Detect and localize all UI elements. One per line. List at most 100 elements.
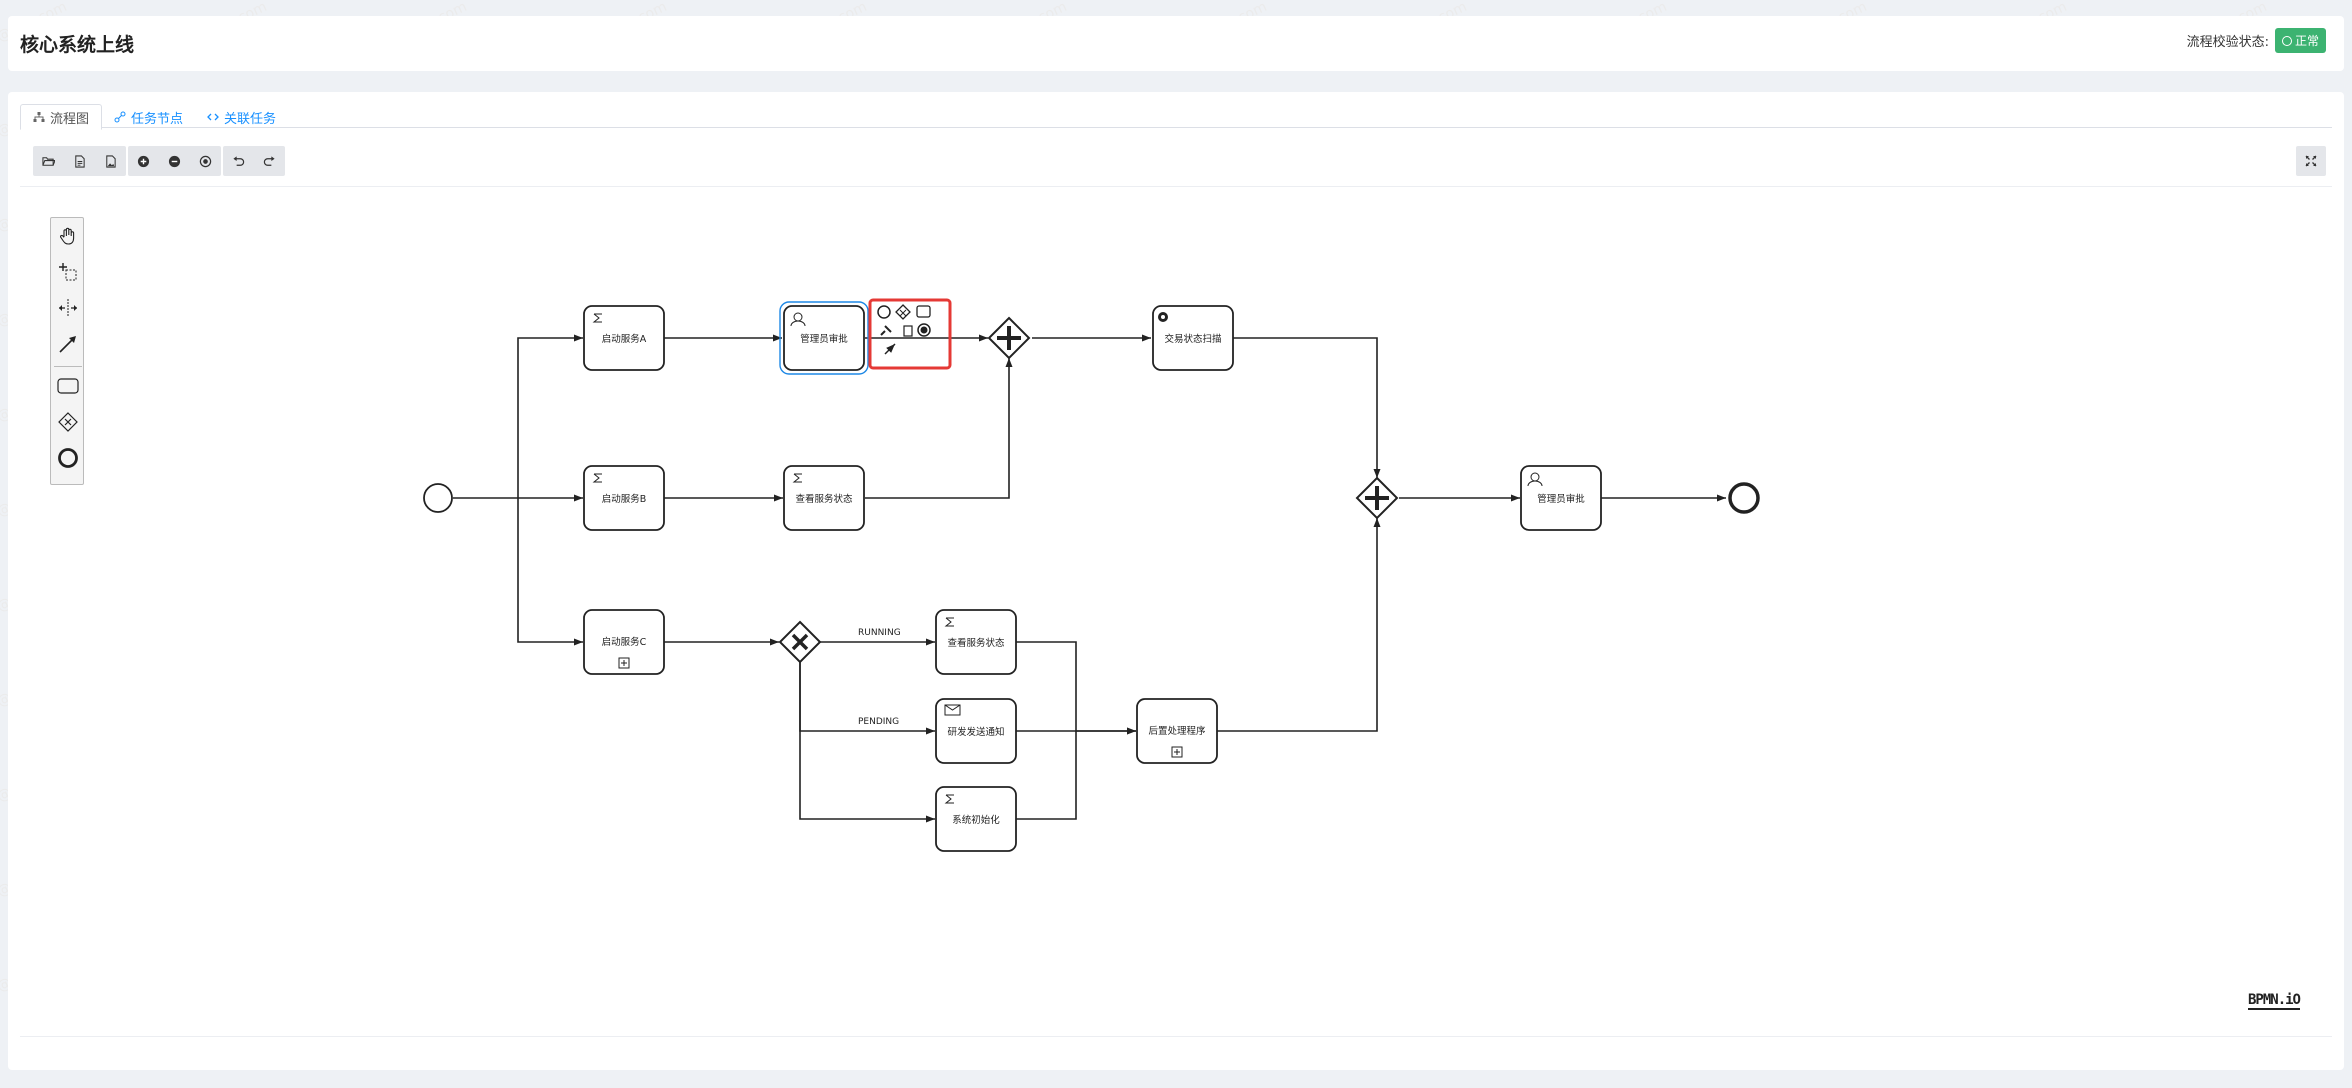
task-transaction-scan[interactable]: 交易状态扫描 [1152, 305, 1234, 371]
status-label: 流程校验状态: [2186, 35, 2269, 50]
task-check-status-c[interactable]: 查看服务状态 [935, 609, 1017, 675]
sequence-flow[interactable] [1016, 641, 1136, 735]
subprocess-marker-icon [618, 657, 630, 669]
flow-label-pending: PENDING [858, 717, 899, 727]
tab-label: 任务节点 [131, 111, 184, 127]
task-label: 查看服务状态 [947, 637, 1005, 649]
parallel-gateway-1[interactable] [987, 316, 1031, 360]
toolbar-divider [20, 186, 2332, 187]
code-icon [207, 113, 219, 121]
nodes-icon [114, 111, 126, 123]
connect-icon[interactable] [884, 343, 896, 355]
create-end-event-tool[interactable] [55, 445, 81, 471]
sequence-flows [453, 334, 1726, 823]
sequence-flow[interactable] [1016, 731, 1077, 820]
bpmn-io-logo[interactable]: BPMN.iO [2247, 992, 2301, 1010]
zoom-group [128, 146, 221, 176]
palette-separator [54, 366, 82, 367]
tab-label: 关联任务 [224, 111, 277, 127]
delete-icon[interactable] [903, 325, 913, 337]
create-task-tool[interactable] [55, 373, 81, 399]
tab-task-nodes[interactable]: 任务节点 [102, 104, 195, 130]
fullscreen-button[interactable] [2296, 146, 2326, 176]
file-xml-icon [75, 154, 85, 168]
task-start-service-a[interactable]: 启动服务A [583, 305, 665, 371]
script-task-icon [592, 473, 602, 483]
editor-toolbar [33, 146, 285, 176]
open-folder-icon [42, 156, 55, 166]
lasso-tool[interactable] [55, 259, 81, 285]
task-label: 研发发送通知 [947, 726, 1004, 738]
open-file-button[interactable] [33, 146, 64, 176]
sequence-flow[interactable] [799, 662, 935, 823]
zoom-reset-icon [199, 155, 212, 167]
create-gateway-tool[interactable] [55, 409, 81, 435]
script-task-icon [944, 617, 954, 627]
selection-outline [779, 301, 869, 375]
zoom-out-button[interactable] [159, 146, 190, 176]
connect-tool[interactable] [55, 331, 81, 357]
file-image-icon [106, 154, 116, 168]
sequence-flow[interactable] [517, 334, 583, 498]
zoom-in-button[interactable] [128, 146, 159, 176]
context-pad-highlight [868, 298, 952, 370]
append-task-icon[interactable] [916, 305, 931, 318]
task-icon [57, 378, 79, 394]
zoom-out-icon [168, 155, 181, 167]
task-send-notification[interactable]: 研发发送通知 [935, 698, 1017, 764]
task-post-processing[interactable]: 后置处理程序 [1136, 698, 1218, 764]
task-admin-approval-1[interactable]: 管理员审批 [779, 301, 869, 375]
tab-label: 流程图 [50, 111, 90, 127]
task-start-service-c[interactable]: 启动服务C [583, 609, 665, 675]
append-gateway-icon[interactable] [895, 304, 911, 320]
space-tool[interactable] [55, 295, 81, 321]
task-admin-approval-2[interactable]: 管理员审批 [1520, 465, 1602, 531]
gateway-icon [58, 412, 78, 432]
task-label: 启动服务A [602, 333, 647, 345]
sequence-flow[interactable] [865, 358, 1013, 499]
task-system-init[interactable]: 系统初始化 [935, 786, 1017, 852]
append-end-event-icon[interactable] [877, 305, 891, 319]
zoom-reset-button[interactable] [190, 146, 221, 176]
redo-icon [263, 155, 275, 166]
task-label: 查看服务状态 [795, 493, 853, 505]
task-label: 管理员审批 [800, 333, 848, 345]
context-pad [868, 298, 952, 370]
script-task-icon [592, 313, 602, 323]
canvas-bottom-divider [20, 1036, 2332, 1037]
header-card: 核心系统上线 流程校验状态: 正常 [8, 16, 2344, 71]
redo-button[interactable] [254, 146, 285, 176]
start-event[interactable] [423, 483, 453, 513]
script-task-icon [792, 473, 802, 483]
sequence-flow[interactable] [517, 498, 583, 646]
task-check-status-b[interactable]: 查看服务状态 [783, 465, 865, 531]
status-badge: 正常 [2274, 28, 2326, 53]
end-event-icon [58, 448, 78, 468]
sitemap-icon [33, 112, 45, 122]
undo-icon [233, 155, 245, 166]
undo-button[interactable] [223, 146, 254, 176]
tab-flowchart[interactable]: 流程图 [20, 104, 103, 130]
task-label: 系统初始化 [952, 814, 1000, 826]
sequence-flow[interactable] [1233, 337, 1381, 478]
send-task-icon [944, 704, 961, 716]
task-label: 交易状态扫描 [1164, 333, 1222, 345]
bpmn-canvas[interactable]: RUNNING PENDING 启动服务A 管理员审批 [8, 92, 2344, 1070]
task-label: 管理员审批 [1537, 493, 1585, 505]
parallel-gateway-2[interactable] [1355, 476, 1399, 520]
tab-related-tasks[interactable]: 关联任务 [195, 104, 288, 130]
tab-bar: 流程图 任务节点 关联任务 [20, 104, 2332, 130]
task-label: 启动服务B [602, 493, 647, 505]
tool-palette [50, 217, 84, 485]
sequence-flow[interactable] [1217, 518, 1381, 732]
wrench-icon[interactable] [880, 325, 892, 336]
space-tool-icon [59, 299, 77, 317]
task-start-service-b[interactable]: 启动服务B [583, 465, 665, 531]
export-image-button[interactable] [95, 146, 126, 176]
exclusive-gateway[interactable] [778, 620, 822, 664]
end-event[interactable] [1728, 482, 1760, 514]
color-icon[interactable] [917, 323, 931, 337]
hand-tool[interactable] [55, 223, 81, 249]
flow-label-running: RUNNING [858, 628, 901, 638]
export-xml-button[interactable] [64, 146, 95, 176]
